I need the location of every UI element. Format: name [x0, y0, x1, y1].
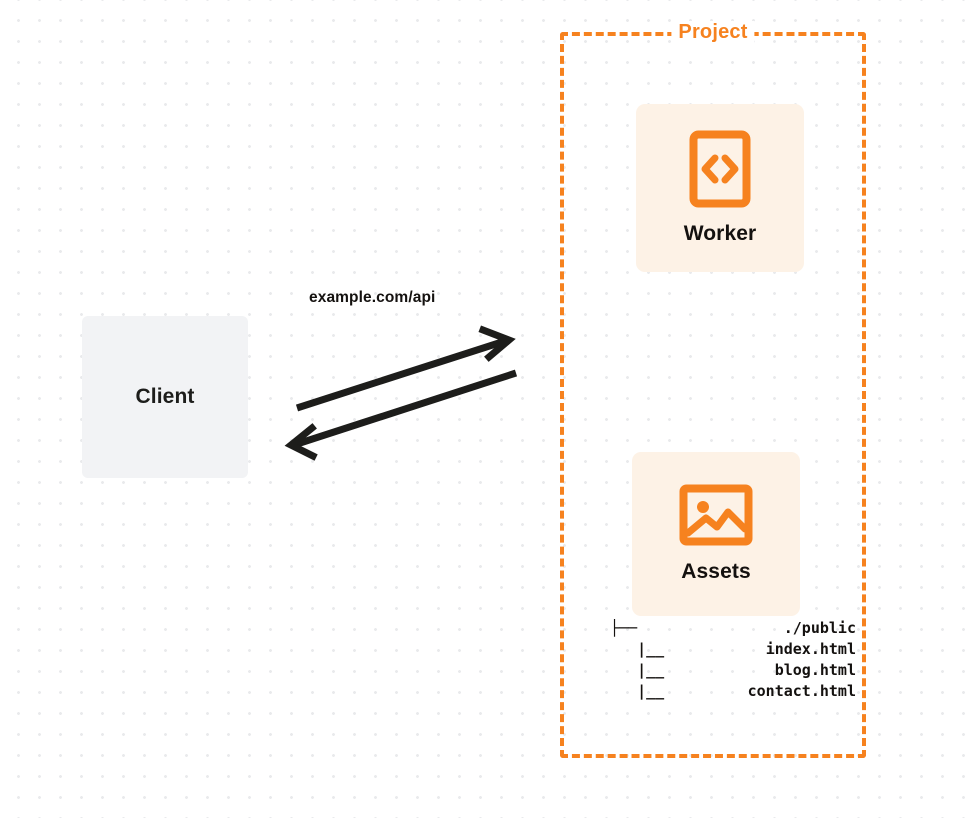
assets-card[interactable]: Assets: [632, 452, 800, 616]
arrow-right-icon: [478, 325, 516, 362]
tree-branch-glyph: |__: [610, 682, 665, 700]
file-tree-row: ├── ./public: [610, 618, 856, 639]
file-tree-row: |__ index.html: [610, 639, 856, 660]
tree-item-name: contact.html: [747, 682, 856, 700]
arrow-left-icon: [284, 423, 318, 461]
worker-label: Worker: [683, 222, 757, 245]
tree-branch-glyph: |__: [610, 661, 665, 679]
request-arrow-line: [295, 337, 507, 412]
file-tree-row: |__ contact.html: [610, 681, 856, 702]
file-tree: ├── ./public |__ index.html |__ blog.htm…: [610, 618, 856, 702]
image-icon: [679, 484, 753, 546]
project-title: Project: [671, 21, 755, 44]
assets-label: Assets: [681, 560, 751, 583]
file-tree-row: |__ blog.html: [610, 660, 856, 681]
client-label: Client: [135, 385, 195, 408]
tree-branch-glyph: ├──: [610, 619, 638, 637]
response-arrow-line: [295, 369, 518, 448]
client-node[interactable]: Client: [82, 316, 248, 478]
tree-item-name: index.html: [765, 640, 856, 658]
project-group: Project Worker Assets: [560, 21, 866, 758]
connection-label: example.com/api: [309, 289, 436, 306]
tree-item-name: ./public: [783, 619, 856, 637]
worker-card[interactable]: Worker: [636, 104, 804, 272]
code-brackets-icon: [689, 130, 751, 208]
tree-item-name: blog.html: [774, 661, 856, 679]
tree-branch-glyph: |__: [610, 640, 665, 658]
